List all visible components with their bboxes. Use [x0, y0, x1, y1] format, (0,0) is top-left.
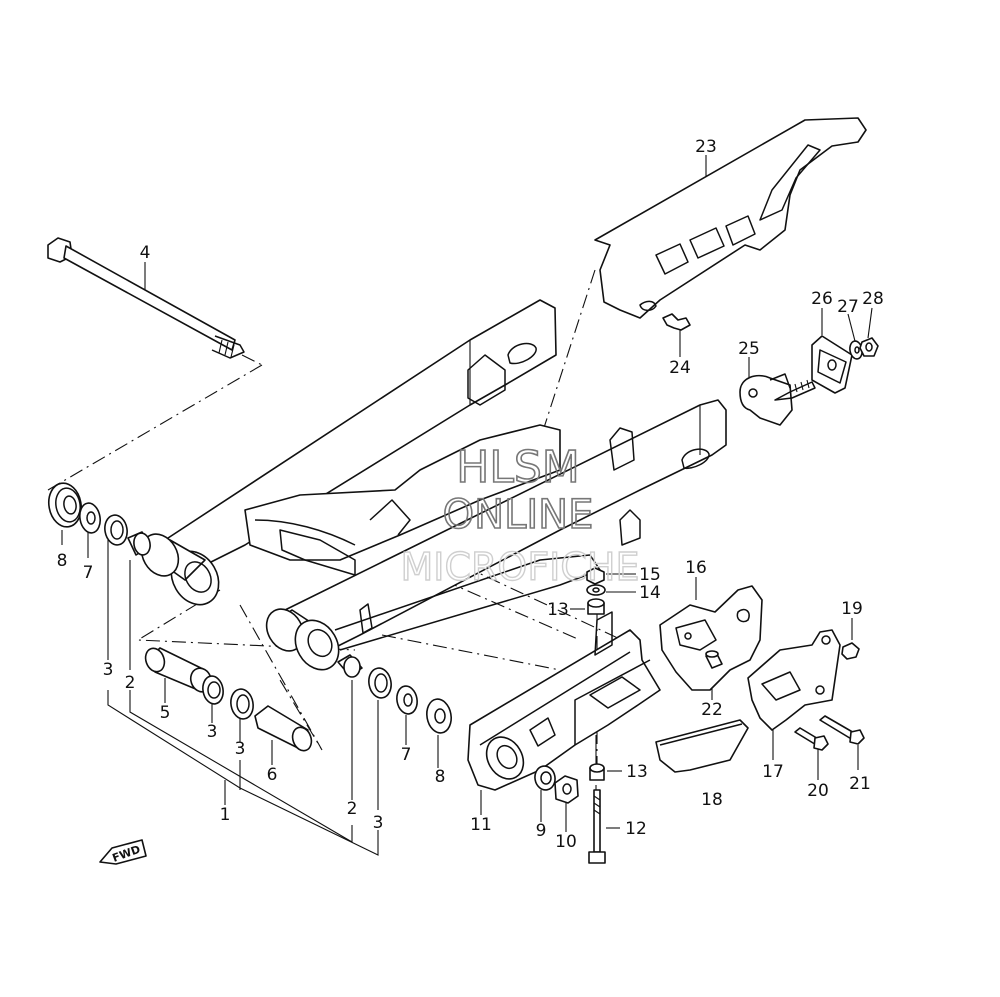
leader-lines — [61, 155, 873, 856]
callout-22: 22 — [701, 700, 723, 720]
needle-bearing-b[interactable] — [229, 687, 256, 720]
callout-2b: 2 — [347, 799, 358, 819]
needle-bearing-right[interactable] — [367, 666, 394, 699]
washer-right[interactable] — [395, 684, 420, 715]
callout-8a: 8 — [57, 551, 68, 571]
callout-26: 26 — [811, 289, 833, 309]
watermark-line1: HLSM — [456, 442, 580, 493]
watermark-line3: MICROFICHE — [400, 545, 639, 589]
callout-3a: 3 — [103, 660, 114, 680]
watermark: HLSM ONLINE MICROFICHE — [400, 441, 640, 590]
callout-14: 14 — [639, 583, 661, 603]
needle-bearing-left[interactable] — [103, 513, 130, 546]
callout-5: 5 — [160, 703, 171, 723]
callout-labels: 1 2 2 3 3 3 3 4 5 6 7 7 8 8 9 10 11 12 1… — [57, 137, 884, 852]
callout-24: 24 — [669, 358, 691, 378]
bolt-20[interactable] — [794, 727, 829, 751]
callout-28: 28 — [862, 289, 884, 309]
adjuster-nut[interactable] — [859, 337, 879, 357]
callout-4: 4 — [140, 243, 151, 263]
callout-17: 17 — [762, 762, 784, 782]
pivot-seal-right[interactable] — [424, 697, 454, 735]
washer-14[interactable] — [586, 584, 606, 596]
watermark-line2: ONLINE — [443, 492, 594, 538]
callout-6: 6 — [267, 765, 278, 785]
bolt-21[interactable] — [819, 715, 865, 745]
forward-direction-badge: FWD — [99, 839, 147, 865]
callout-23: 23 — [695, 137, 717, 157]
washer-left[interactable] — [78, 501, 103, 534]
callout-13a: 13 — [547, 600, 569, 620]
callout-7b: 7 — [401, 745, 412, 765]
callout-3c: 3 — [235, 739, 246, 759]
pivot-bolt[interactable] — [47, 237, 245, 359]
spacer-short[interactable] — [254, 705, 315, 753]
nut-15[interactable] — [586, 567, 605, 585]
callout-1: 1 — [220, 805, 231, 825]
callout-19: 19 — [841, 599, 863, 619]
callout-7a: 7 — [83, 563, 94, 583]
chain-guide-block[interactable] — [655, 719, 749, 773]
chain-cover[interactable] — [594, 117, 867, 319]
pivot-seal-left[interactable] — [45, 481, 84, 530]
chain-cover-bolt[interactable] — [662, 313, 691, 331]
bolt-12[interactable] — [588, 789, 606, 864]
callout-2a: 2 — [125, 673, 136, 693]
callout-21: 21 — [849, 774, 871, 794]
swingarm[interactable] — [134, 299, 727, 678]
callout-11: 11 — [470, 815, 492, 835]
needle-bearing-a[interactable] — [201, 674, 226, 705]
callout-12: 12 — [625, 819, 647, 839]
callout-10: 10 — [555, 832, 577, 852]
callout-16: 16 — [685, 558, 707, 578]
callout-8b: 8 — [435, 767, 446, 787]
collar-lower[interactable] — [589, 763, 605, 781]
callout-3d: 3 — [373, 813, 384, 833]
callout-9: 9 — [536, 821, 547, 841]
callout-25: 25 — [738, 339, 760, 359]
callout-27: 27 — [837, 297, 859, 317]
adjuster-plate[interactable] — [811, 335, 853, 394]
chain-slider[interactable] — [467, 611, 661, 791]
callout-20: 20 — [807, 781, 829, 801]
spacer-left[interactable] — [127, 531, 152, 556]
washer-9[interactable] — [533, 764, 557, 791]
callout-18: 18 — [701, 790, 723, 810]
spacer-22[interactable] — [705, 650, 723, 669]
callout-3b: 3 — [207, 722, 218, 742]
callout-15: 15 — [639, 565, 661, 585]
bolt-19[interactable] — [841, 642, 860, 660]
callout-13b: 13 — [626, 762, 648, 782]
chain-adjuster[interactable] — [739, 373, 816, 426]
pivot-sleeve[interactable] — [142, 646, 214, 695]
bracket-plate-17[interactable] — [747, 629, 841, 731]
guide-bracket[interactable] — [659, 585, 763, 691]
collar-upper[interactable] — [587, 598, 605, 615]
spacer-right[interactable] — [337, 654, 363, 678]
nut-10[interactable] — [554, 775, 579, 804]
